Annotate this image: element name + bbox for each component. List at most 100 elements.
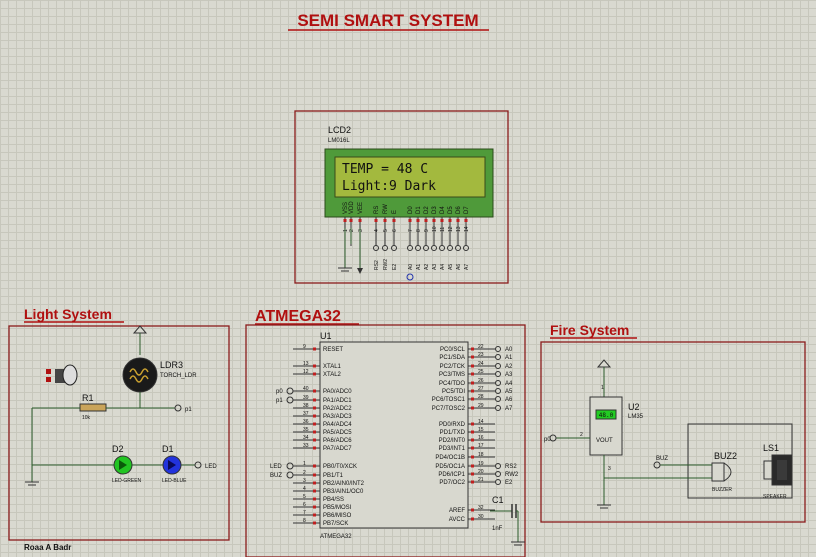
mcu-left-pin-number: 36	[303, 419, 309, 425]
lcd-net-label: A1	[416, 264, 422, 270]
lcd-line-2: Light:9 Dark	[342, 179, 436, 194]
mcu-left-pin-label: RESET	[323, 347, 343, 353]
lcd-pin-label: D3	[432, 206, 438, 214]
mcu-right-pin-label: PC2/TCK	[440, 364, 465, 370]
light-system-title: Light System	[24, 306, 112, 322]
mcu-right-pin-number: 25	[478, 369, 484, 375]
mcu-left-pin-label: PA6/ADC6	[323, 438, 352, 444]
mcu-right-pin-label: PD2/INT0	[439, 438, 466, 444]
mcu-model: ATMEGA32	[320, 534, 352, 540]
light-system[interactable]: Light System LDR3 TORCH_LDR R1 10k	[8, 306, 230, 552]
speaker-ls1[interactable]: LS1 SPEAKER	[763, 443, 793, 500]
lcd-pin-number: 8	[416, 229, 422, 232]
mcu-right-pin-label: PC1/SDA	[439, 355, 465, 361]
mcu-left-pin-label: PA1/ADC1	[323, 398, 352, 404]
mcu-left-pin-label: PB6/MISO	[323, 513, 352, 519]
lcd-pin-label: D2	[424, 206, 430, 214]
lcd-pin-label: VDD	[349, 201, 355, 214]
mcu-right-pin-label: PC0/SCL	[440, 347, 466, 353]
mcu-right-pin-number: 20	[478, 469, 484, 475]
c1-value: 1nF	[492, 526, 503, 532]
fire-system[interactable]: Fire System 1 48.0 VOUT U2 LM35 3 2 p0	[540, 322, 806, 523]
mcu-right-net-label: A4	[505, 381, 513, 387]
lcd-pin-label: D4	[440, 206, 446, 214]
mcu-left-pin-number: 4	[303, 486, 306, 492]
mcu-left-pin-label: PB5/MOSI	[323, 505, 352, 511]
led-green-d2[interactable]: D2 LED-GREEN	[112, 444, 142, 484]
lcd-ref: LCD2	[328, 125, 351, 135]
lm35-display	[595, 409, 617, 420]
mcu-right-net-label: A7	[505, 406, 513, 412]
lcd-pin-label: RW	[383, 204, 389, 214]
lm35-body	[589, 396, 623, 456]
fire-frame	[540, 341, 806, 523]
mcu-right-pin-number: 28	[478, 394, 484, 400]
mcu-left-pin-label: PB4/SS	[323, 497, 344, 503]
net-p0: p0	[276, 389, 283, 395]
mcu-right-pin-number: 26	[478, 378, 484, 384]
mcu-left-nets: p0 p1 LED BUZ	[270, 387, 294, 479]
resistor-r1[interactable]: R1 10k p1	[32, 393, 192, 421]
svg-text:3: 3	[608, 466, 611, 472]
ldr-sensor[interactable]: LDR3 TORCH_LDR	[122, 325, 197, 408]
lcd-pin-number: 10	[432, 226, 438, 232]
c1-ref: C1	[492, 495, 504, 505]
mcu-right-net-label: A2	[505, 364, 513, 370]
mcu-left-pin-number: 12	[303, 369, 309, 375]
mcu-right-pin-number: 18	[478, 452, 484, 458]
lcd-net-label: A2	[424, 264, 430, 270]
mcu-left-pin-number: 5	[303, 494, 306, 500]
lcd-net-label: A7	[464, 264, 470, 270]
mcu-chip[interactable]	[319, 341, 469, 529]
mcu-right-net-label: A3	[505, 372, 513, 378]
ls1-model: SPEAKER	[763, 494, 787, 500]
buzzer-icon	[711, 462, 725, 482]
svg-text:1: 1	[601, 385, 604, 391]
lcd-pin-number: 13	[456, 226, 462, 232]
lcd-module[interactable]: LCD2 LM016L TEMP = 48 C Light:9 Dark VSS…	[294, 110, 509, 284]
mcu-left-pin-number: 2	[303, 470, 306, 476]
mcu-left-pin-label: PB1/T1	[323, 473, 344, 479]
mcu-right-net-label: A5	[505, 389, 513, 395]
buzzer-buz2[interactable]: BUZ2 BUZZER BUZ	[604, 423, 793, 499]
mcu-left-pin-number: 35	[303, 427, 309, 433]
net-p0-fire: p0	[544, 437, 551, 443]
lcd-net-label: A0	[408, 264, 414, 270]
lcd-pin-number: 3	[358, 229, 364, 232]
net-led: LED	[270, 464, 282, 470]
lm35-sensor[interactable]: 1 48.0 VOUT U2 LM35 3 2 p0	[544, 359, 644, 509]
lcd-pin-number: 12	[448, 226, 454, 232]
mcu-left-pin-number: 7	[303, 510, 306, 516]
led-blue-d1[interactable]: D1 LED-BLUE	[162, 444, 187, 484]
lcd-net-label: A5	[448, 264, 454, 270]
resistor-icon	[79, 403, 107, 412]
mcu-right-pin-number: 27	[478, 386, 484, 392]
mcu-right-pin-label: PD7/OC2	[439, 480, 465, 486]
d1-ref: D1	[162, 444, 174, 454]
light-frame	[8, 325, 230, 541]
u2-ref: U2	[628, 402, 640, 412]
mcu-ref: U1	[320, 331, 332, 341]
mcu-left-pin-label: PA4/ADC4	[323, 422, 352, 428]
lcd-net-label: RW2	[383, 259, 389, 270]
mcu-left-pin-number: 8	[303, 518, 306, 524]
lcd-pin-label: D1	[416, 206, 422, 214]
mcu-section-title: ATMEGA32	[255, 308, 341, 325]
capacitor-c1[interactable]: C1 1nF	[490, 495, 525, 546]
author-name: Roaa A Badr	[24, 543, 71, 552]
mcu-left-pin-label: XTAL2	[323, 372, 342, 378]
mcu-left-pin-label: PA7/ADC7	[323, 446, 352, 452]
lcd-pin-number: 1	[343, 229, 349, 232]
mcu-right-net-label: A1	[505, 355, 513, 361]
mcu-right-pin-label: AREF	[449, 508, 465, 514]
mcu-right-net-label: RS2	[505, 464, 517, 470]
r1-ref: R1	[82, 393, 94, 403]
lm35-reading: 48.0	[599, 412, 614, 419]
mcu-left-pin-number: 33	[303, 443, 309, 449]
lcd-pin-number: 11	[440, 227, 446, 232]
mcu-right-pin-number: 17	[478, 443, 484, 449]
